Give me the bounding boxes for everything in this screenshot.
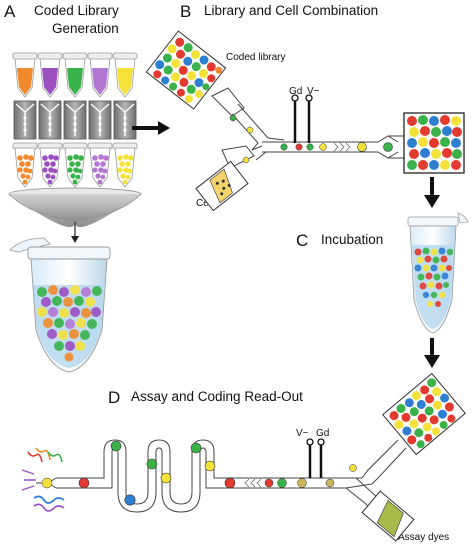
collection-chamber: [403, 112, 465, 174]
d-electrodes: [306, 438, 325, 478]
tube-top-2: [37, 52, 63, 98]
v-label-d: V~: [296, 428, 309, 439]
incubation-tube: [407, 212, 469, 334]
pooled-library-tube: [9, 237, 111, 373]
droplet-generator-chips: [13, 100, 137, 140]
panel-d: D Assay and Coding Read-Out V~ Gd Assay …: [21, 372, 466, 543]
coded-library-label: Coded library: [226, 52, 285, 63]
panel-c: C Incubation: [296, 212, 469, 368]
panel-a-title-line1: Coded Library: [34, 3, 119, 18]
panel-d-letter: D: [108, 388, 120, 407]
tube-top-5: [112, 52, 138, 98]
b-chevrons: [333, 142, 351, 152]
tube-bottom-2: [37, 142, 63, 188]
d-chevrons: [244, 478, 262, 488]
chip-2: [38, 100, 62, 140]
panel-a-letter: A: [4, 2, 16, 21]
arrow-a-to-b: [132, 121, 170, 135]
pooling-funnel: [8, 187, 142, 228]
panel-b-title: Library and Cell Combination: [204, 3, 378, 18]
panel-c-letter: C: [296, 231, 308, 250]
coded-library-chamber: [145, 30, 227, 110]
fluorescence-readout-icon: [21, 447, 65, 512]
panel-d-title: Assay and Coding Read-Out: [131, 389, 303, 404]
gd-label-d: Gd: [316, 428, 329, 439]
tube-top-1: [12, 52, 38, 98]
funnel-down-arrow: [71, 222, 79, 243]
panel-b-letter: B: [180, 2, 191, 21]
tube-bottom-4: [87, 142, 113, 188]
pooled-droplets: [37, 285, 102, 362]
v-label-b: V~: [307, 86, 320, 97]
arrow-b-to-c: [424, 177, 440, 208]
assay-dyes-label: Assay dyes: [398, 532, 449, 543]
chip-5: [113, 100, 137, 140]
gd-label-b: Gd: [289, 86, 302, 97]
chip-4: [88, 100, 112, 140]
tube-bottom-5: [112, 142, 138, 188]
arrow-c-to-d: [424, 338, 440, 368]
tube-bottom-3: [62, 142, 88, 188]
b-channel-network: [211, 87, 404, 169]
bottom-tube-row: [12, 142, 138, 188]
tube-bottom-1: [12, 142, 38, 188]
d-droplets: [78, 440, 357, 506]
panel-c-title: Incubation: [321, 232, 383, 247]
cells-chamber: [195, 160, 249, 212]
assay-dyes-chamber: [361, 490, 415, 542]
cells-label: Cells: [196, 198, 218, 209]
chip-1: [13, 100, 37, 140]
panel-a-title-line2: Generation: [52, 21, 119, 36]
panel-b: B Library and Cell Combination Coded lib…: [145, 2, 465, 212]
tube-top-4: [87, 52, 113, 98]
b-electrodes: [291, 94, 313, 143]
d-reinjection-chamber: [382, 372, 466, 456]
chip-3: [63, 100, 87, 140]
tube-top-3: [62, 52, 88, 98]
top-tube-row: [12, 52, 138, 98]
d-channel-network: [36, 439, 407, 513]
panel-a: A Coded Library Generation: [4, 2, 170, 373]
